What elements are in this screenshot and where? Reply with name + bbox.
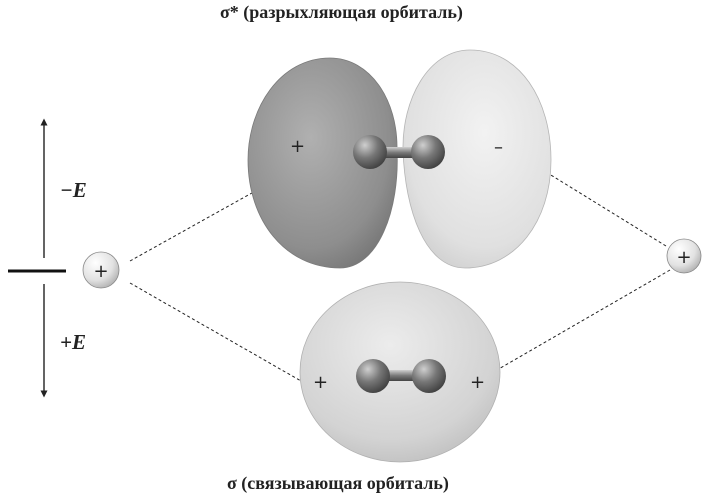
left-atom-sphere	[82, 251, 120, 289]
minus-energy-label: −E	[60, 178, 87, 202]
antibonding-orbital-title: σ* (разрыхляющая орбиталь)	[220, 2, 463, 22]
antibonding-lobe-positive	[247, 57, 398, 269]
right-atom: +	[666, 238, 702, 274]
antibonding-orbital: + –	[247, 49, 552, 269]
energy-axis: −E +E	[8, 118, 87, 398]
right-atom-sphere	[666, 238, 702, 274]
antibonding-plus-sign: +	[290, 136, 305, 157]
bonding-plus-sign-left: +	[313, 372, 328, 393]
correlation-lines	[129, 171, 671, 386]
antibonding-atom-right	[411, 135, 445, 169]
left-atom-sign: +	[93, 261, 108, 282]
bonding-orbital-title: σ (связывающая орбиталь)	[227, 473, 449, 493]
antibonding-atom-left	[353, 135, 387, 169]
dashed-line-left-to-bonding	[129, 282, 309, 386]
bonding-molecule-model	[356, 359, 446, 393]
bonding-atom-right	[412, 359, 446, 393]
antibonding-minus-sign: –	[494, 137, 503, 158]
antibonding-lobe-negative	[402, 49, 552, 269]
dashed-line-left-to-antibonding	[129, 183, 269, 262]
dashed-line-right-to-antibonding	[545, 171, 667, 247]
plus-energy-label: +E	[60, 330, 86, 354]
antibonding-molecule-model	[353, 135, 445, 169]
bonding-plus-sign-right: +	[470, 372, 485, 393]
antibonding-bond	[378, 147, 422, 158]
bonding-atom-left	[356, 359, 390, 393]
right-atom-sign: +	[676, 247, 691, 268]
dashed-line-right-to-bonding	[496, 269, 671, 371]
bonding-orbital: + +	[299, 281, 501, 463]
left-atom: +	[82, 251, 120, 289]
